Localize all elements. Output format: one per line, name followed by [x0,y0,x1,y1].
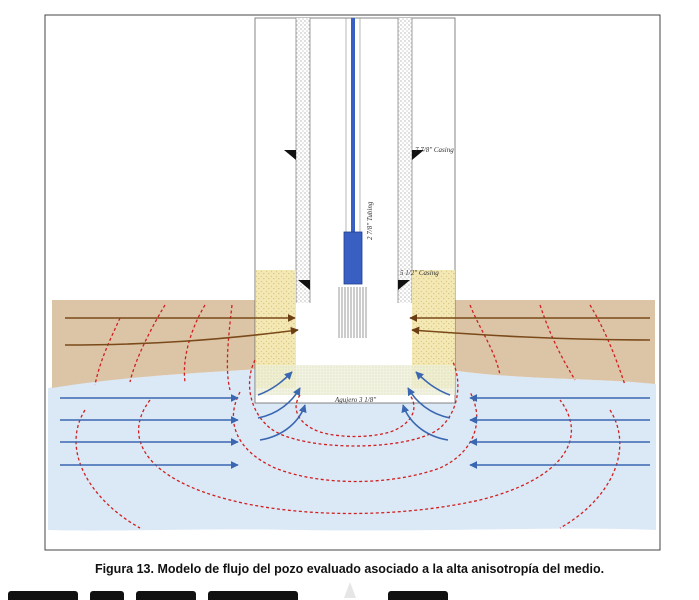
blue-flow-arrows [60,371,650,469]
tubing-string [351,18,355,233]
casing-right-hatch [398,18,412,303]
figure-caption: Figura 13. Modelo de flujo del pozo eval… [94,562,605,576]
casing-shoe-left-lower [298,280,310,290]
openhole-label: Agujero 3 1/8" [334,396,376,404]
casing-upper-label: 7 7/8" Casing [415,146,454,154]
tubing-tool [343,231,363,285]
cutoff-text-line [8,588,698,600]
casing-left-hatch [296,18,310,303]
casing-shoe-left-upper [284,150,296,160]
casing-shoe-right-lower [398,280,410,290]
brown-arrow-left-2 [64,326,299,346]
perforation-wires [338,287,367,338]
tubing-label: 2 7/8" Tubing [366,201,374,240]
casing-shoe-right-upper [412,150,424,160]
casing-lower-label: 5 1/2" Casing [400,269,439,277]
brown-flow-arrows [64,314,651,346]
openhole-zone [256,365,455,395]
watermark-logo [344,582,356,598]
brown-arrow-right-2 [411,326,651,341]
